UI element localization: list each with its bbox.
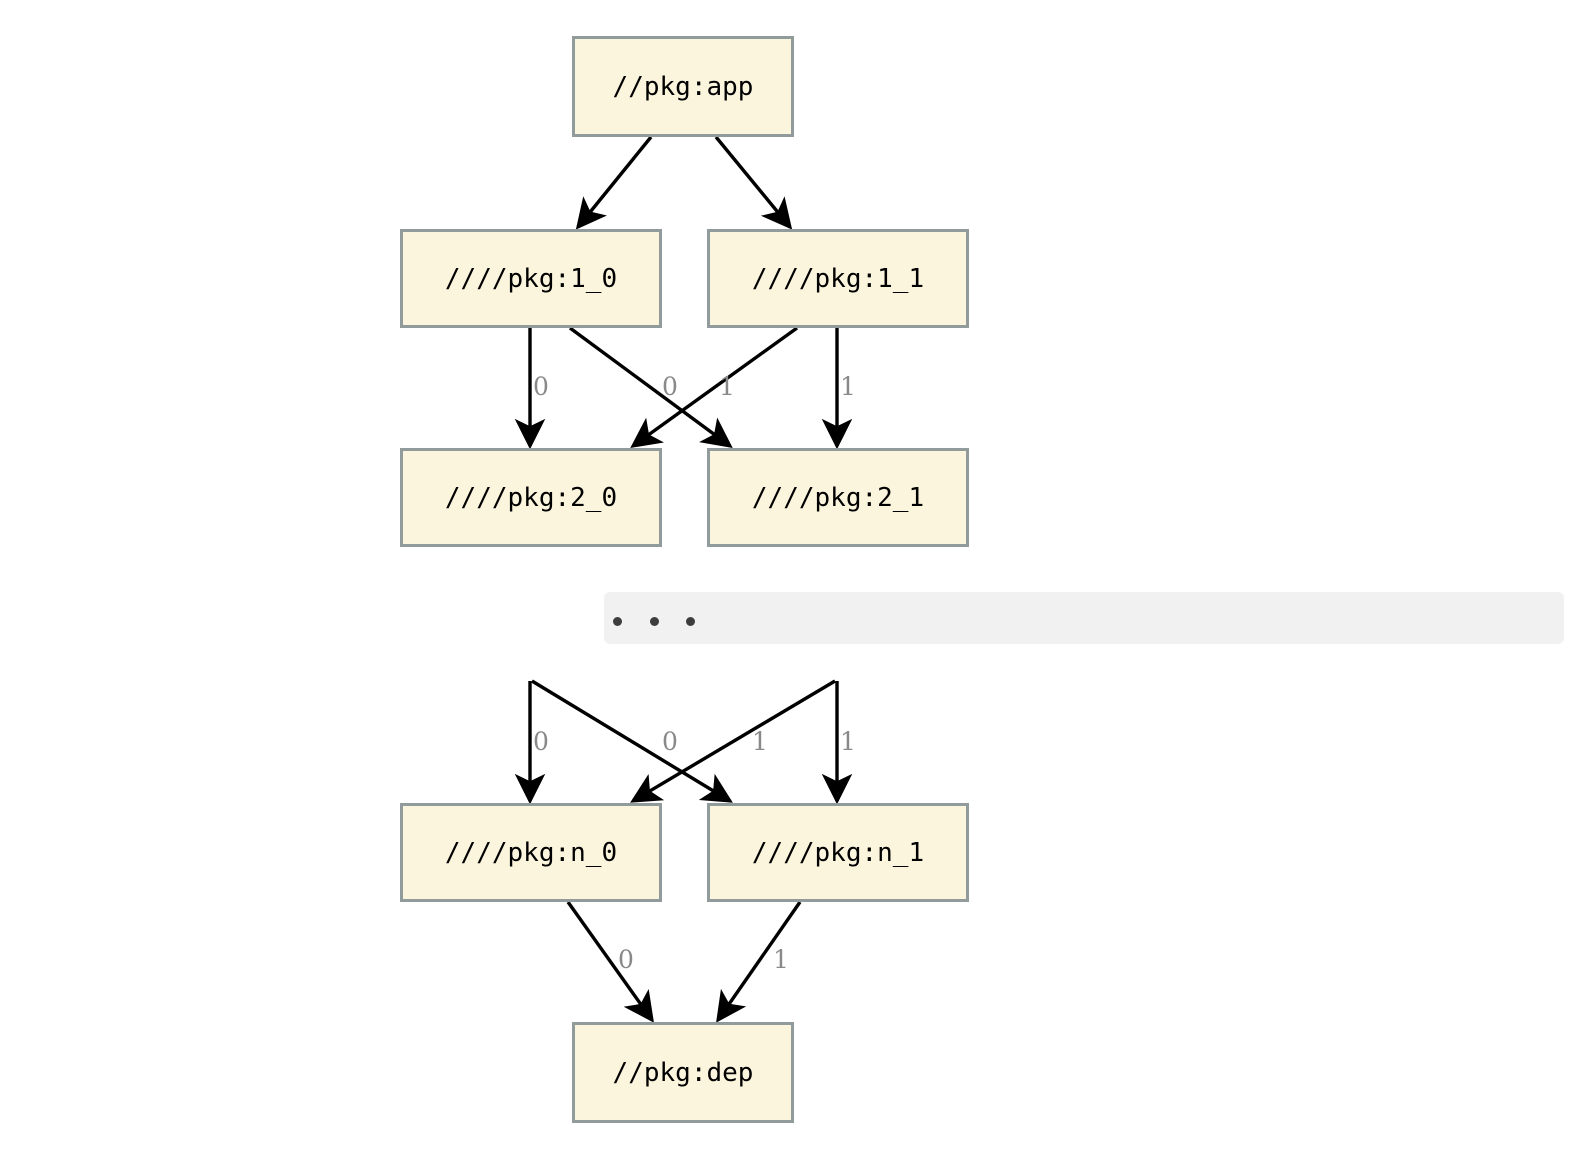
graph-edge-label: 0 [618,945,634,974]
graph-edge-src-to-nn_1 [531,679,733,803]
graph-node-nn_0[interactable]: ////pkg:n_0 [400,803,662,902]
graph-node-n2_0[interactable]: ////pkg:2_0 [400,448,662,547]
graph-edge-app-to-n1_1 [714,135,793,230]
graph-edge-label: 0 [662,372,678,401]
graph-edge-label: 1 [752,727,768,756]
ellipsis-dot [613,617,622,626]
graph-edge-app-to-n1_0 [575,135,653,230]
graph-node-label: //pkg:app [612,71,754,102]
graph-edge-label: 0 [533,727,549,756]
graph-node-n2_1[interactable]: ////pkg:2_1 [707,448,969,547]
graph-node-label: ////pkg:n_0 [444,837,618,868]
graph-node-label: ////pkg:1_1 [751,263,925,294]
ellipsis-separator-band [604,592,1564,644]
graph-edge-n1_1-to-n2_0 [630,326,798,448]
graph-node-n1_1[interactable]: ////pkg:1_1 [707,229,969,328]
graph-edge-label: 1 [719,372,735,401]
graph-node-nn_1[interactable]: ////pkg:n_1 [707,803,969,902]
graph-node-label: //pkg:dep [612,1057,754,1088]
graph-node-label: ////pkg:1_0 [444,263,618,294]
graph-node-label: ////pkg:n_1 [751,837,925,868]
graph-node-label: ////pkg:2_0 [444,482,618,513]
graph-edge-label: 1 [840,372,856,401]
graph-edge-nn_1-to-dep [716,901,802,1023]
graph-edge-label: 1 [773,945,789,974]
graph-node-label: ////pkg:2_1 [751,482,925,513]
graph-edge-src-to-nn_0_alt [630,679,836,803]
edge-layer [514,135,853,1023]
graph-edge-n1_0-to-n2_1 [568,326,733,449]
graph-node-app[interactable]: //pkg:app [572,36,794,137]
graph-edge-label: 0 [533,372,549,401]
graph-edge-label: 0 [662,727,678,756]
ellipsis-dot [686,617,695,626]
graph-edge-nn_0-to-dep [566,901,654,1023]
graph-node-n1_0[interactable]: ////pkg:1_0 [400,229,662,328]
ellipsis-dot [650,617,659,626]
graph-edge-label: 1 [840,727,856,756]
graph-node-dep[interactable]: //pkg:dep [572,1022,794,1123]
